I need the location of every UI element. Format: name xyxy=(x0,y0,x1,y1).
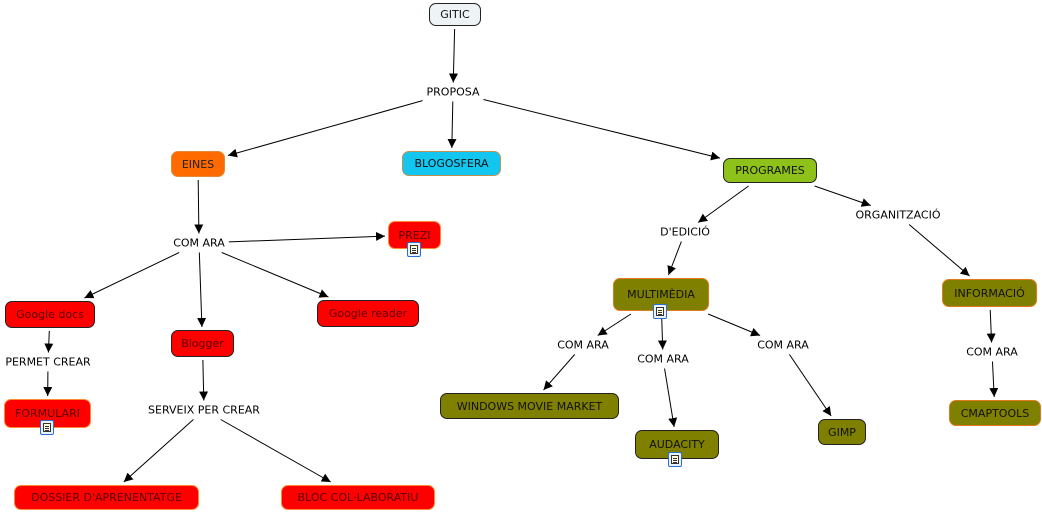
concept-label: PROGRAMES xyxy=(735,164,805,177)
connection-com-ara-mm-1-to-wmm xyxy=(543,354,576,391)
concept-label: FORMULARI xyxy=(15,407,80,420)
connection-com-ara-mm-3-to-gimp xyxy=(789,354,832,417)
document-resource-icon[interactable] xyxy=(653,304,667,319)
link-label-com-ara[interactable]: COM ARA xyxy=(756,338,810,352)
connection-gitic-to-proposa xyxy=(448,28,458,83)
concept-label: WINDOWS MOVIE MARKET xyxy=(456,399,603,413)
concept-label: PREZI xyxy=(398,228,431,242)
concept-google-docs[interactable]: Google docs xyxy=(5,301,95,328)
concept-bloc-col-laboratiu[interactable]: BLOC COL·LABORATIU xyxy=(281,485,435,510)
concept-label: Blogger xyxy=(181,337,224,350)
connection-google-docs-to-permet-crear xyxy=(44,330,54,353)
connection-serveix-per-crear-to-dossier xyxy=(123,419,194,483)
connection-proposa-to-programes xyxy=(483,99,721,161)
connection-blogger-to-serveix-per-crear xyxy=(199,359,209,401)
concept-label: AUDACITY xyxy=(649,438,705,451)
link-label-organitzacio[interactable]: ORGANITZACIÓ xyxy=(854,208,942,222)
link-label-com-ara[interactable]: COM ARA xyxy=(172,236,226,250)
connection-com-ara-eines-to-google-reader xyxy=(221,252,329,298)
concept-label: BLOGOSFERA xyxy=(414,157,489,170)
concept-label: MULTIMÈDIA xyxy=(627,288,695,301)
concept-gimp[interactable]: GIMP xyxy=(818,419,866,445)
connection-com-ara-mm-2-to-audacity xyxy=(664,368,678,428)
connection-eines-to-com-ara-eines xyxy=(194,179,204,234)
concept-dossier-daprenentatge[interactable]: DOSSIER D'APRENENTATGE xyxy=(14,485,199,510)
concept-informacio[interactable]: INFORMACIÓ xyxy=(942,279,1037,307)
connection-com-ara-eines-to-blogger xyxy=(197,252,207,328)
concept-eines[interactable]: EINES xyxy=(171,151,225,177)
connection-multimedia-to-com-ara-mm-1 xyxy=(597,313,632,336)
concept-windows-movie-market[interactable]: WINDOWS MOVIE MARKET xyxy=(440,393,619,419)
link-label-permet-crear[interactable]: PERMET CREAR xyxy=(4,355,92,369)
link-label-serveix-per-crear[interactable]: SERVEIX PER CREAR xyxy=(147,403,261,417)
link-label-com-ara[interactable]: COM ARA xyxy=(636,352,690,366)
connection-programes-to-organitzacio xyxy=(814,185,871,207)
concept-label: CMAPTOOLS xyxy=(960,406,1030,420)
concept-audacity[interactable]: AUDACITY xyxy=(635,430,719,459)
concept-label: GIMP xyxy=(828,425,856,439)
link-label-dedicio[interactable]: D'EDICIÓ xyxy=(659,225,711,239)
connection-multimedia-to-com-ara-mm-3 xyxy=(707,313,761,337)
concept-google-reader[interactable]: Google reader xyxy=(317,300,419,327)
concept-label: DOSSIER D'APRENENTATGE xyxy=(31,491,182,504)
connection-serveix-per-crear-to-bloc xyxy=(220,419,331,483)
document-resource-icon[interactable] xyxy=(407,242,421,257)
document-resource-icon[interactable] xyxy=(668,452,682,467)
connection-informacio-to-com-ara-info xyxy=(986,309,996,343)
connection-com-ara-info-to-cmaptools xyxy=(989,361,999,398)
concept-label: BLOC COL·LABORATIU xyxy=(297,491,419,504)
link-label-com-ara[interactable]: COM ARA xyxy=(965,345,1019,359)
concept-gitic[interactable]: GITIC xyxy=(429,3,481,26)
connection-com-ara-eines-to-prezi xyxy=(228,231,386,243)
connection-multimedia-to-com-ara-mm-2 xyxy=(657,313,667,350)
concept-blogosfera[interactable]: BLOGOSFERA xyxy=(402,151,501,176)
connection-organitzacio-to-informacio xyxy=(908,224,970,277)
connection-proposa-to-blogosfera xyxy=(447,101,457,149)
connection-proposa-to-eines xyxy=(227,100,423,158)
concept-label: INFORMACIÓ xyxy=(954,286,1025,300)
concept-label: GITIC xyxy=(440,8,470,21)
link-label-com-ara[interactable]: COM ARA xyxy=(556,338,610,352)
concept-label: Google reader xyxy=(328,307,408,320)
connection-com-ara-eines-to-google-docs xyxy=(84,252,180,299)
concept-label: EINES xyxy=(181,157,215,171)
connection-programes-to-dedicio xyxy=(697,185,749,223)
link-label-proposa[interactable]: PROPOSA xyxy=(425,85,481,99)
document-resource-icon[interactable] xyxy=(40,420,54,435)
concept-label: Google docs xyxy=(16,308,84,321)
concept-cmaptools[interactable]: CMAPTOOLS xyxy=(949,400,1041,426)
connection-dedicio-to-multimedia xyxy=(667,241,682,276)
concept-blogger[interactable]: Blogger xyxy=(171,330,234,357)
concept-programes[interactable]: PROGRAMES xyxy=(723,158,817,183)
